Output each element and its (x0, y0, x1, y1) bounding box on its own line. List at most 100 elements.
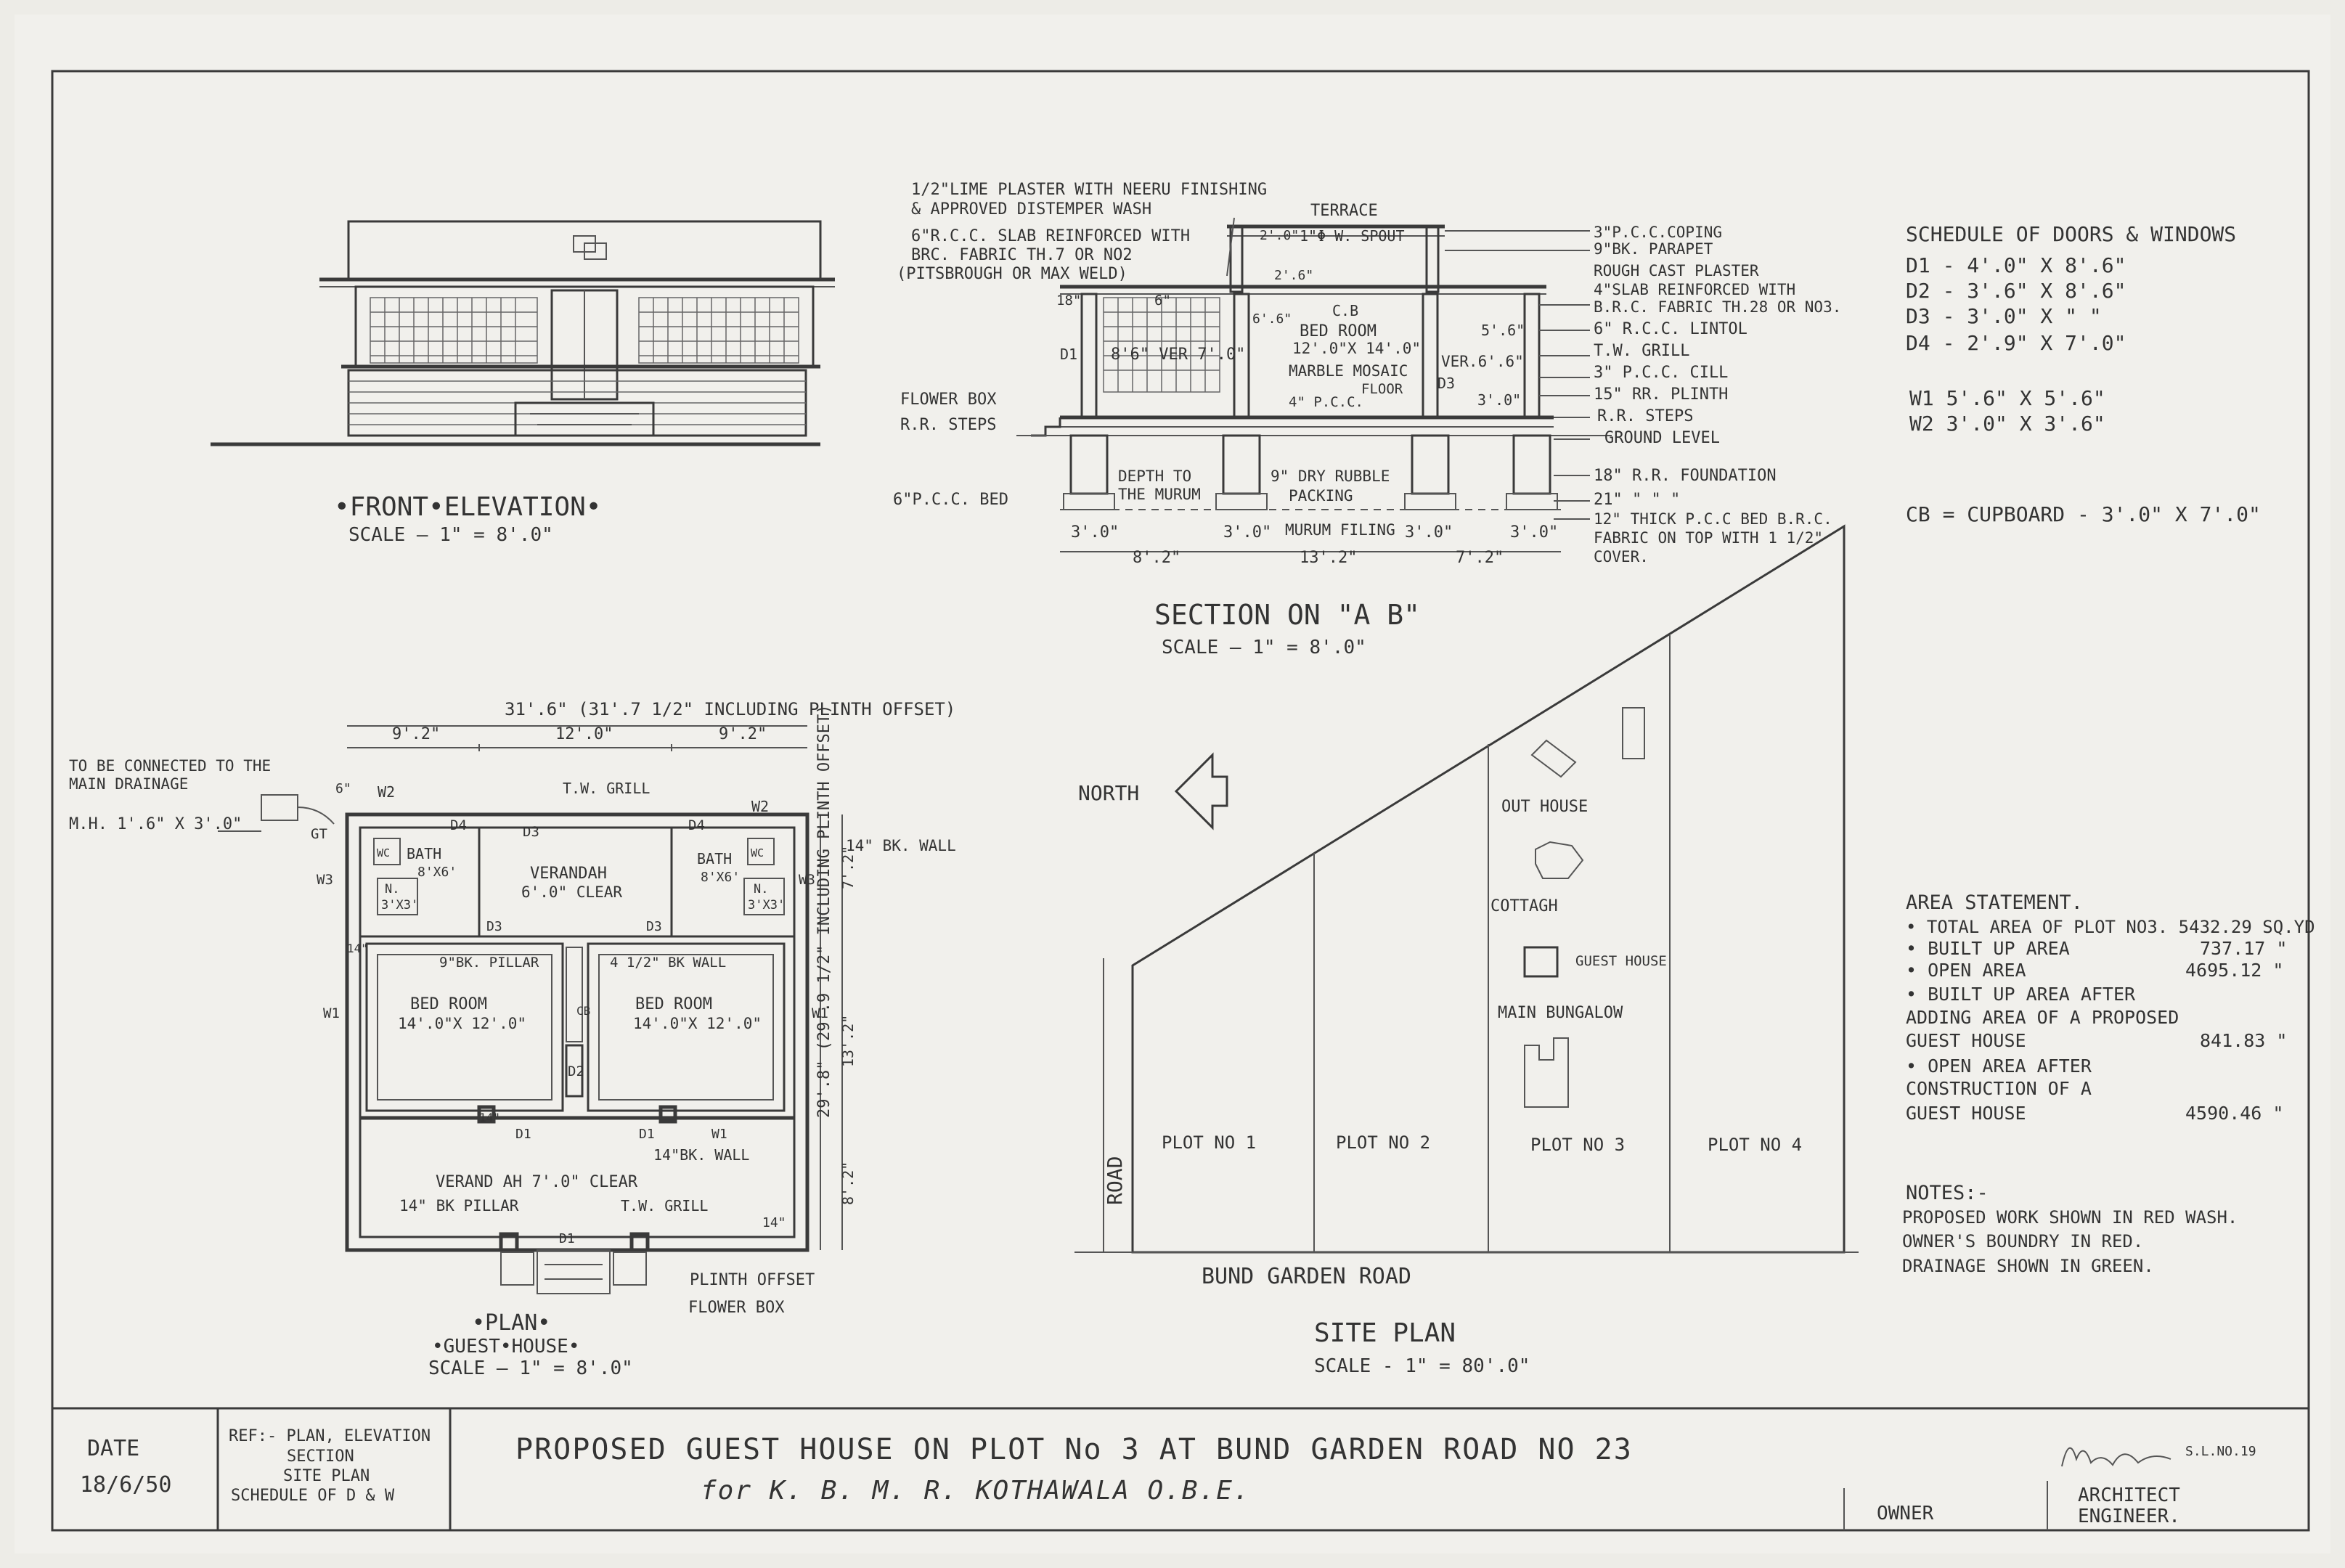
section-dim-1: 3'.0" (1071, 523, 1119, 542)
section-label-rr-steps-right: R.R. STEPS (1597, 407, 1693, 425)
title-main: PROPOSED GUEST HOUSE ON PLOT No 3 AT BUN… (515, 1433, 1633, 1466)
section-dim-2: 8'.2" (1133, 549, 1180, 567)
plan-label-14-bk-wall: 14" BK. WALL (846, 837, 956, 854)
plan-label-wc-left: WC (377, 846, 390, 859)
section-dim-3: 3'.0" (1223, 523, 1271, 542)
plan-label-cb: CB (576, 1004, 590, 1018)
plan-title: •PLAN• (472, 1310, 550, 1336)
section-label-brc-fabric-th28: B.R.C. FABRIC TH.28 OR NO3. (1594, 298, 1841, 316)
plan-right-dim-1: 7'.2" (839, 846, 857, 889)
title-ref-4: SCHEDULE OF D & W (231, 1487, 395, 1505)
notes-line-2: OWNER'S BOUNDRY IN RED. (1902, 1231, 2143, 1251)
area-row-6-value: 841.83 " (2200, 1030, 2287, 1051)
plan-label-verandah: VERANDAH (530, 865, 607, 883)
notes-title: NOTES:- (1906, 1182, 1989, 1204)
plan-label-w1-left: W1 (323, 1005, 340, 1021)
plan-label-tw-grill-bottom: T.W. GRILL (621, 1197, 708, 1214)
area-row-3-value: 4695.12 " (2185, 960, 2283, 981)
plan-label-flower-box: FLOWER BOX (688, 1299, 785, 1317)
front-elevation: •FRONT•ELEVATION• SCALE – 1" = 8'.0" (211, 220, 835, 546)
plan-label-bath-right: BATH (697, 850, 732, 867)
plan-overall-dim: 31'.6" (31'.7 1/2" INCLUDING PLINTH OFFS… (505, 699, 955, 719)
section-label-6-6: 6'.6" (1252, 311, 1292, 327)
section-label-cb: C.B (1332, 302, 1358, 319)
section-label-3-0: 3'.0" (1477, 391, 1521, 409)
section-label-bed-room-size: 12'.0"X 14'.0" (1292, 340, 1421, 357)
section-label-4-pcc: 4" P.C.C. (1289, 394, 1363, 410)
section-label-fabric-top: FABRIC ON TOP WITH 1 1/2" (1594, 529, 1823, 547)
section-label-pcc-bed-brc: 12" THICK P.C.C BED B.R.C. (1594, 510, 1832, 528)
area-row-2: • BUILT UP AREA (1906, 938, 2070, 959)
section-label-rcc-slab: 6"R.C.C. SLAB REINFORCED WITH (911, 227, 1190, 245)
site-plot-1: PLOT NO 1 (1162, 1132, 1256, 1153)
section-label-8-6-ver: 8'6" VER 7'.0" (1111, 346, 1245, 364)
section-label-pcc-cill: 3" P.C.C. CILL (1594, 364, 1728, 382)
plan-label-wc-right: WC (751, 846, 764, 859)
plan-label-w2-right: W2 (751, 798, 769, 815)
section-ab: 1/2"LIME PLASTER WITH NEERU FINISHING & … (893, 181, 1841, 658)
section-label-murum-filing: MURUM FILING (1285, 521, 1395, 539)
plan-label-bed-room-left-size: 14'.0"X 12'.0" (398, 1015, 526, 1032)
plan-label-bed-room-right-size: 14'.0"X 12'.0" (633, 1015, 762, 1032)
plan-label-d2: D2 (568, 1063, 584, 1079)
plan-label-bath-left: BATH (407, 845, 441, 862)
section-label-rr-plinth: 15" RR. PLINTH (1594, 385, 1728, 404)
section-label-depth-to: DEPTH TO (1118, 467, 1191, 485)
section-label-ver-66: VER.6'.6" (1441, 353, 1524, 370)
plan-label-d1-mid: D1 (639, 1127, 655, 1142)
section-label-6: 6" (1154, 293, 1171, 309)
title-owner: OWNER (1877, 1503, 1934, 1524)
plan-label-bath-size-right: 8'X6' (701, 870, 740, 885)
section-dim-7: 3'.0" (1510, 523, 1558, 542)
schedule-item-d4: D4 - 2'.9" X 7'.0" (1906, 331, 2126, 355)
site-main-bungalow: MAIN BUNGALOW (1498, 1004, 1623, 1022)
area-row-4: • BUILT UP AREA AFTER (1906, 984, 2136, 1005)
plan-dim-top-3: 9'.2" (719, 725, 767, 743)
section-label-brc-fabric: BRC. FABRIC TH.7 OR NO2 (911, 246, 1133, 264)
plan-label-14-c: 14" (762, 1215, 786, 1230)
section-label-5-6: 5'.6" (1481, 322, 1525, 339)
area-row-9: GUEST HOUSE (1906, 1103, 2026, 1124)
section-label-2-6: 2'.6" (1274, 268, 1313, 283)
plan-drain-note-2: MAIN DRAINAGE (69, 775, 188, 793)
plan-scale: SCALE – 1" = 8'.0" (428, 1357, 633, 1379)
area-row-9-value: 4590.46 " (2185, 1103, 2283, 1124)
section-label-18: 18" (1056, 293, 1081, 309)
plan-label-d3-left: D3 (486, 919, 502, 934)
plan-label-w2-left: W2 (378, 783, 395, 801)
site-north-label: NORTH (1078, 781, 1139, 805)
area-row-5: ADDING AREA OF A PROPOSED (1906, 1007, 2179, 1028)
section-label-lime-plaster: 1/2"LIME PLASTER WITH NEERU FINISHING (911, 181, 1267, 199)
section-label-pcc-bed: 6"P.C.C. BED (893, 491, 1008, 509)
plan-label-plinth-offset: PLINTH OFFSET (690, 1271, 815, 1289)
site-outhouse: OUT HOUSE (1501, 798, 1588, 816)
section-label-flower-box: FLOWER BOX (900, 391, 997, 409)
title-client: for K. B. M. R. KOTHAWALA O.B.E. (701, 1476, 1251, 1506)
section-label-pitsbrough: (PITSBROUGH OR MAX WELD) (897, 265, 1127, 283)
schedule-doors-windows: SCHEDULE OF DOORS & WINDOWS D1 - 4'.0" X… (1906, 222, 2261, 526)
notes: NOTES:- PROPOSED WORK SHOWN IN RED WASH.… (1902, 1182, 2238, 1276)
section-label-floor: FLOOR (1361, 381, 1403, 397)
plan-label-bed-room-right: BED ROOM (635, 995, 712, 1013)
plan-label-d4-left: D4 (450, 817, 467, 833)
title-license: S.L.NO.19 (2185, 1444, 2256, 1459)
plan-dim-top-1: 9'.2" (392, 725, 440, 743)
architect-signature-icon (2061, 1447, 2171, 1467)
plan-label-6: 6" (335, 781, 351, 796)
schedule-item-w1: W1 5'.6" X 5'.6" (1909, 386, 2105, 410)
plan-label-d4-right: D4 (688, 817, 705, 833)
section-label-bed-room: BED ROOM (1300, 322, 1377, 340)
site-cottage: COTTAGH (1490, 897, 1558, 915)
section-dim-4: 13'.2" (1300, 549, 1357, 567)
site-guest-house: GUEST HOUSE (1575, 953, 1667, 969)
plan-label-bed-room-left: BED ROOM (410, 995, 487, 1013)
plan-drain-note-1: TO BE CONNECTED TO THE (69, 757, 271, 775)
section-label-d1-left: D1 (1060, 346, 1077, 363)
north-arrow-icon (1174, 752, 1228, 830)
notes-line-1: PROPOSED WORK SHOWN IN RED WASH. (1902, 1207, 2238, 1228)
plan-label-verandah-bottom: VERAND AH 7'.0" CLEAR (436, 1173, 638, 1191)
title-architect: ARCHITECT (2078, 1485, 2180, 1506)
plan-label-w3-left: W3 (317, 872, 333, 888)
schedule-item-w2: W2 3'.0" X 3'.6" (1909, 412, 2105, 436)
plan-label-tw-grill-top: T.W. GRILL (563, 780, 650, 797)
